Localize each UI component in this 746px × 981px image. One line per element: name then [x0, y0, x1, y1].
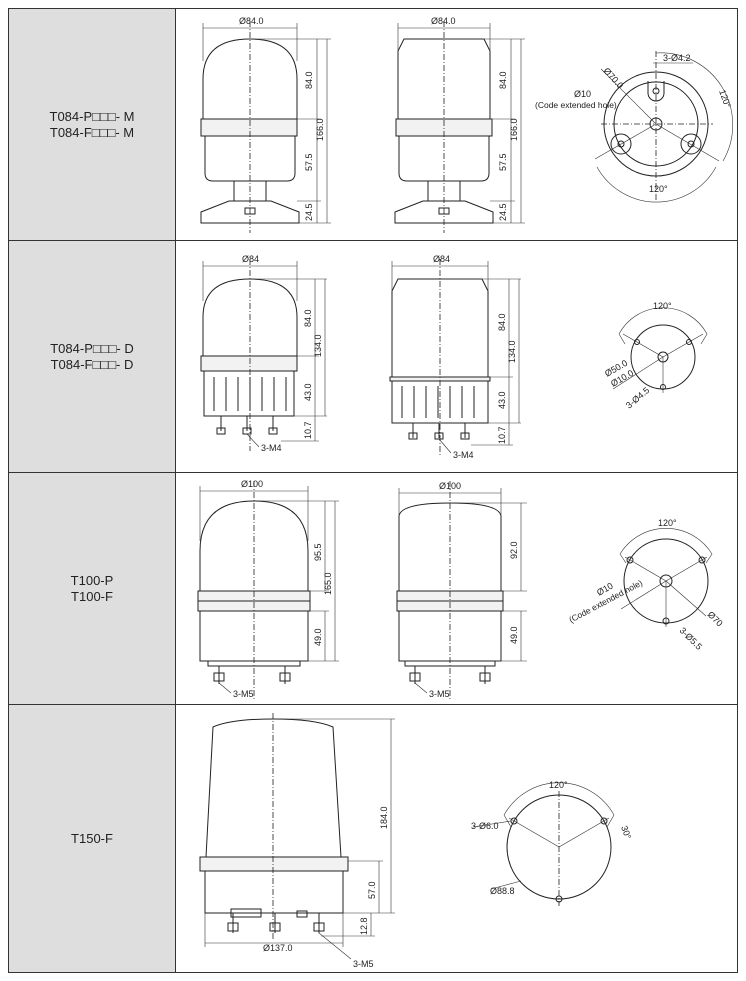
lamp-dome-drawing: Ø84.0 84.0 57.5 24.5 166.0 — [200, 16, 331, 233]
angle-label: 30° — [619, 824, 633, 841]
lamp-large-drawing: 184.0 57.0 12.8 Ø137.0 3-M5 — [199, 713, 395, 969]
angle-label: 120° — [717, 88, 733, 109]
mounting-hole-diagram: 120° Ø10 (Code extended hole) Ø70 3-Ø5.5 — [567, 518, 724, 652]
dim-terminal-height: 10.7 — [303, 421, 313, 439]
dim-top-height: 95.5 — [313, 543, 323, 561]
model-name: T084-F□□□- D — [50, 356, 134, 372]
table-row-t100: T100-P T100-F Ø100 95.5 165.0 49.0 — [9, 473, 737, 705]
lamp-dome-drawing: Ø100 95.5 165.0 49.0 3-M5 — [197, 479, 339, 701]
model-name: T084-F□□□- M — [49, 124, 135, 140]
angle-label: 120° — [653, 301, 672, 311]
dim-top-height: 84.0 — [497, 313, 507, 331]
drawing-cell: Ø84.0 84.0 57.5 24.5 166.0 Ø84.0 — [200, 16, 733, 233]
dim-top-height: 84.0 — [303, 309, 313, 327]
model-name: T084-P□□□- D — [50, 340, 134, 356]
drawing-cell: 184.0 57.0 12.8 Ø137.0 3-M5 120° 3-Ø6.0 … — [199, 713, 633, 969]
model-name: T150-F — [71, 830, 113, 846]
thread-label: 3-M4 — [261, 443, 282, 453]
mounting-hole-diagram: 120° Ø50.0 Ø10.0 3-Ø4.5 — [603, 301, 708, 411]
dim-total-height: 165.0 — [323, 572, 333, 595]
dim-terminal-height: 12.8 — [359, 917, 369, 935]
dim-mid-height: 43.0 — [497, 391, 507, 409]
thread-label: 3-M4 — [453, 450, 474, 460]
pcd-label: Ø70 — [706, 609, 725, 628]
pcd-label: Ø70.0 — [602, 66, 626, 91]
dim-diameter: Ø84.0 — [239, 16, 264, 26]
dim-total-height: 184.0 — [379, 806, 389, 829]
hole-size-label: 3-Ø4.5 — [624, 385, 652, 410]
dim-mid-height: 43.0 — [303, 383, 313, 401]
center-hole-note: (Code extended hole) — [535, 100, 617, 110]
angle-label: 120° — [649, 184, 668, 194]
pcd-label: Ø88.8 — [490, 886, 515, 896]
dim-diameter: Ø100 — [439, 481, 461, 491]
hole-size-label: 3-Ø5.5 — [678, 625, 705, 652]
dim-terminal-height: 10.7 — [497, 426, 507, 444]
dim-mid-height: 57.5 — [304, 153, 314, 171]
dim-top-height: 92.0 — [509, 541, 519, 559]
model-name: T100-P — [70, 572, 114, 588]
dim-top-height: 84.0 — [498, 71, 508, 89]
hole-size-label: 3-Ø6.0 — [471, 821, 499, 831]
thread-label: 3-M5 — [233, 689, 254, 699]
dim-diameter: Ø84 — [433, 254, 450, 264]
model-cell: T150-F — [9, 705, 176, 972]
thread-label: 3-M5 — [353, 959, 374, 969]
lamp-flat-drawing: Ø84.0 84.0 57.5 24.5 166.0 — [394, 16, 525, 233]
lamp-flat-drawing: Ø100 92.0 49.0 3-M5 — [396, 481, 527, 701]
center-hole-label: Ø10 — [574, 89, 591, 99]
dim-diameter: Ø84.0 — [431, 16, 456, 26]
angle-label: 120° — [658, 518, 677, 528]
angle-label: 120° — [549, 780, 568, 790]
dim-diameter: Ø84 — [242, 254, 259, 264]
mounting-hole-diagram: 120° 3-Ø6.0 30° Ø88.8 — [471, 780, 633, 906]
dimension-table: T084-P□□□- M T084-F□□□- M Ø84.0 84.0 57.… — [8, 8, 738, 973]
table-row-t150: T150-F 184.0 57.0 12.8 Ø137.0 3-M5 — [9, 705, 737, 972]
dim-base-height: 24.5 — [304, 203, 314, 221]
hole-size-label: 3-Ø4.2 — [663, 53, 691, 63]
model-name: T100-F — [71, 588, 113, 604]
thread-label: 3-M5 — [429, 689, 450, 699]
lamp-flat-drawing: Ø84 84.0 134.0 43.0 10.7 3-M4 — [389, 254, 521, 460]
model-cell: T100-P T100-F — [9, 473, 176, 704]
drawing-cell: Ø84 84.0 134.0 43.0 10.7 3-M4 Ø84 — [200, 254, 708, 460]
dim-diameter: Ø100 — [241, 479, 263, 489]
drawing-cell: Ø100 95.5 165.0 49.0 3-M5 Ø100 — [197, 479, 725, 701]
model-name: T084-P□□□- M — [49, 108, 135, 124]
dim-total-height: 166.0 — [315, 118, 325, 141]
dim-mid-height: 49.0 — [313, 628, 323, 646]
lamp-dome-drawing: Ø84 84.0 134.0 43.0 10.7 3-M4 — [200, 254, 327, 453]
dim-mid-height: 57.0 — [367, 881, 377, 899]
dim-mid-height: 57.5 — [498, 153, 508, 171]
dim-total-height: 134.0 — [313, 334, 323, 357]
dim-diameter: Ø137.0 — [263, 943, 293, 953]
dim-total-height: 134.0 — [507, 340, 517, 363]
dim-top-height: 84.0 — [304, 71, 314, 89]
dim-base-height: 24.5 — [498, 203, 508, 221]
table-row-t084-m: T084-P□□□- M T084-F□□□- M Ø84.0 84.0 57.… — [9, 9, 737, 241]
model-cell: T084-P□□□- D T084-F□□□- D — [9, 241, 176, 472]
dim-mid-height: 49.0 — [509, 626, 519, 644]
table-row-t084-d: T084-P□□□- D T084-F□□□- D Ø84 84.0 134.0… — [9, 241, 737, 473]
mounting-hole-diagram: 3-Ø4.2 Ø70.0 Ø10 (Code extended hole) 12… — [535, 51, 733, 203]
model-cell: T084-P□□□- M T084-F□□□- M — [9, 9, 176, 240]
dim-total-height: 166.0 — [509, 118, 519, 141]
